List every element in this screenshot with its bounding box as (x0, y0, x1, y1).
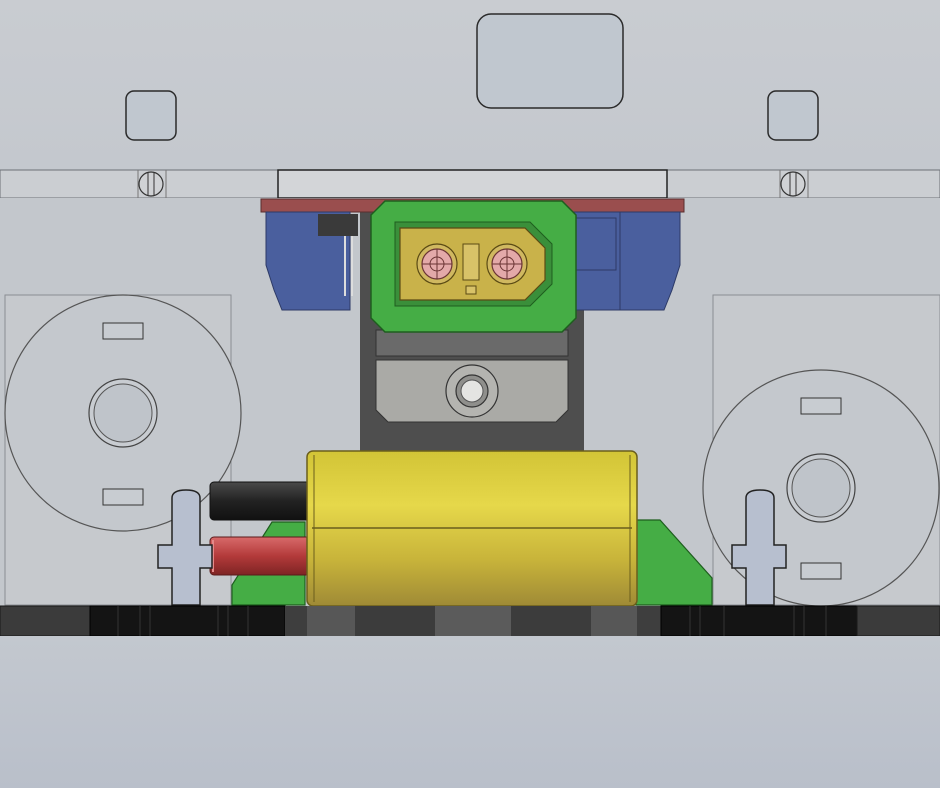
left-wheel[interactable] (4, 294, 242, 532)
xt60-connector[interactable] (370, 200, 577, 333)
pin-negative-icon (486, 243, 528, 285)
panel-cutout-left (125, 90, 177, 141)
wire-black (209, 481, 311, 521)
side-rail[interactable] (0, 169, 940, 199)
motor-mount[interactable] (260, 198, 685, 311)
panel-cutout-right (767, 90, 819, 141)
screw-right-icon (780, 171, 806, 197)
rail-plate (277, 169, 668, 199)
bracket-bolt-icon (445, 364, 499, 418)
right-clip[interactable] (731, 489, 787, 606)
left-clip[interactable] (157, 489, 213, 606)
right-wheel[interactable] (702, 369, 940, 607)
top-panel[interactable] (0, 0, 940, 170)
pin-positive-icon (416, 243, 458, 285)
wire-red (209, 536, 311, 576)
capacitor[interactable] (306, 450, 638, 607)
screw-left-icon (138, 171, 164, 197)
tread-base[interactable] (0, 605, 940, 637)
viewport-floor (0, 636, 940, 788)
panel-cutout-large (476, 13, 624, 109)
